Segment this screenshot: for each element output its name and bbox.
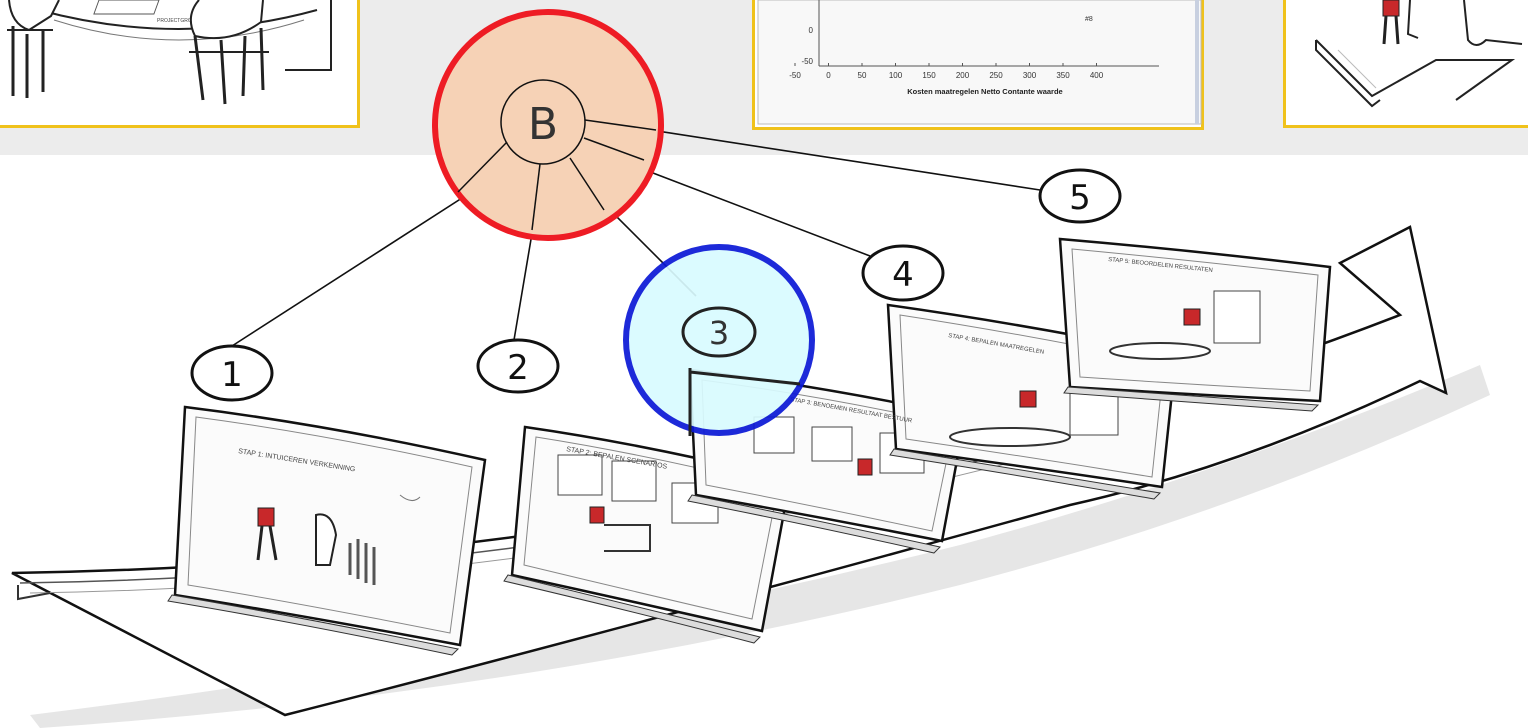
x-tick-label: 200 <box>956 71 970 80</box>
x-tick-label: -50 <box>789 71 801 80</box>
x-tick-label: 350 <box>1056 71 1070 80</box>
step-board-1 <box>167 405 487 656</box>
process-staircase: STAP 1: INTUICEREN VERKENNING STAP 2: BE… <box>11 225 1490 728</box>
meeting-illustration-panel: PROJECTGROEP <box>0 0 360 128</box>
x-tick-label: 400 <box>1090 71 1104 80</box>
presenter-illustration-panel <box>1283 0 1528 128</box>
x-tick-label: 100 <box>889 71 903 80</box>
y-tick-label: -50 <box>801 57 813 66</box>
chart-x-axis-label: Kosten maatregelen Netto Contante waarde <box>907 87 1062 96</box>
x-tick-label: 0 <box>826 71 831 80</box>
meeting-illustration: PROJECTGROEP <box>7 0 332 105</box>
process-illustration: STAP 1: INTUICEREN VERKENNING STAP 2: BE… <box>0 155 1528 728</box>
step-board-5 <box>1058 237 1332 412</box>
y-tick-label: 0 <box>809 26 814 35</box>
x-tick-label: 250 <box>989 71 1003 80</box>
presenter-illustration <box>1315 0 1523 108</box>
table-caption: PROJECTGROEP <box>157 18 199 24</box>
hub-inner-circle <box>500 79 586 165</box>
x-tick-label: 50 <box>858 71 867 80</box>
x-tick-label: 300 <box>1023 71 1037 80</box>
cost-chart-panel: 0 -50 #8 Kosten maatregelen Netto Contan… <box>752 0 1204 130</box>
x-tick-label: 150 <box>922 71 936 80</box>
chart-point-label: #8 <box>1085 16 1093 23</box>
cost-scatter-chart: 0 -50 #8 Kosten maatregelen Netto Contan… <box>757 0 1202 125</box>
hub-label: B <box>528 99 558 150</box>
x-axis-ticks: -50 0 50 100 150 200 250 300 350 400 <box>789 63 1104 80</box>
